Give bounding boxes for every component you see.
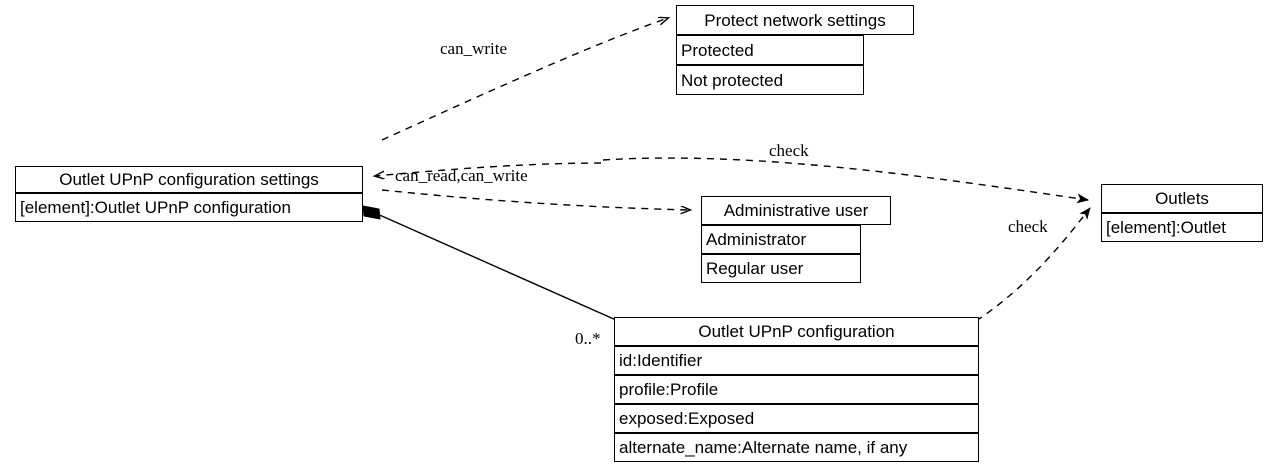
- class-title-outlet-upnp-configuration-settings: Outlet UPnP configuration settings: [15, 166, 363, 193]
- class-attribute-element-outlet-upnp-configuration: [element]:Outlet UPnP configuration: [15, 193, 363, 222]
- edge-label-can-read-can-write: can_read,can_write: [395, 166, 528, 185]
- edge-label-check-top: check: [769, 141, 809, 160]
- class-attribute-profile: profile:Profile: [614, 375, 979, 404]
- class-attribute-exposed: exposed:Exposed: [614, 404, 979, 433]
- edge-can-write: [381, 18, 668, 141]
- edge-label-can-write: can_write: [440, 39, 508, 58]
- edge-check-bottom: [975, 207, 1091, 322]
- class-attribute-not-protected: Not protected: [676, 65, 864, 95]
- class-attribute-protected: Protected: [676, 35, 864, 65]
- edge-can-read-can-write-in: [375, 162, 602, 176]
- class-attribute-alternate-name: alternate_name:Alternate name, if any: [614, 433, 979, 462]
- class-title-outlets: Outlets: [1101, 184, 1263, 213]
- edge-check-top: [602, 157, 1089, 204]
- edge-composition: [374, 212, 617, 321]
- class-attribute-administrator: Administrator: [701, 225, 861, 254]
- class-title-administrative-user: Administrative user: [701, 196, 891, 225]
- class-title-protect-network-settings: Protect network settings: [676, 5, 914, 35]
- class-attribute-element-outlet: [element]:Outlet: [1101, 213, 1263, 242]
- edge-can-read-can-write-out: [381, 189, 690, 210]
- edge-label-multiplicity: 0..*: [575, 329, 601, 348]
- class-title-outlet-upnp-configuration: Outlet UPnP configuration: [614, 317, 979, 346]
- edge-label-check-bottom: check: [1008, 217, 1048, 236]
- class-attribute-regular-user: Regular user: [701, 254, 861, 283]
- composition-diamond-icon: [362, 205, 381, 220]
- class-attribute-id-identifier: id:Identifier: [614, 346, 979, 375]
